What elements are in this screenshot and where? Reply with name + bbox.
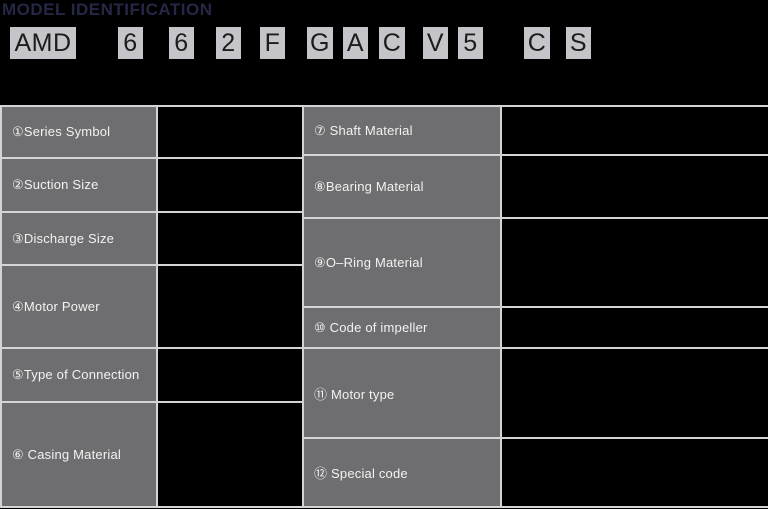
model-code-segment-suction: 6 — [118, 27, 143, 59]
model-code-segment-power: 2 — [216, 27, 241, 59]
row-value-type-of-connection — [158, 349, 302, 401]
row-value-motor-type — [502, 349, 768, 437]
row-label-special-code: ⑫ Special code — [304, 439, 500, 506]
row-label-series-symbol: ①Series Symbol — [2, 107, 156, 157]
model-code-segment-connection: F — [260, 27, 285, 59]
model-code-segment-casing: G — [307, 27, 333, 59]
row-value-casing-material — [158, 403, 302, 506]
row-label-casing-material: ⑥ Casing Material — [2, 403, 156, 506]
row-label-o-ring-material: ⑨O–Ring Material — [304, 219, 500, 306]
row-value-discharge-size — [158, 213, 302, 264]
row-value-bearing-material — [502, 156, 768, 217]
row-value-series-symbol — [158, 107, 302, 157]
model-code-segment-impeller: 5 — [458, 27, 483, 59]
model-code-segment-motor: C — [524, 27, 550, 59]
page-title: MODEL IDENTIFICATION — [2, 0, 213, 19]
model-code-segment-discharge: 6 — [169, 27, 194, 59]
row-label-shaft-material: ⑦ Shaft Material — [304, 107, 500, 154]
row-label-discharge-size: ③Discharge Size — [2, 213, 156, 264]
row-label-suction-size: ②Suction Size — [2, 159, 156, 211]
row-label-type-of-connection: ⑤Type of Connection — [2, 349, 156, 401]
model-code-segment-oring: V — [423, 27, 448, 59]
row-value-motor-power — [158, 266, 302, 347]
row-value-code-of-impeller — [502, 308, 768, 347]
spec-table-left: ①Series Symbol ②Suction Size ③Discharge … — [0, 105, 302, 508]
model-code-segment-bearing: C — [379, 27, 405, 59]
row-label-bearing-material: ⑧Bearing Material — [304, 156, 500, 217]
model-code-segment-special: S — [566, 27, 591, 59]
row-label-code-of-impeller: ⑩ Code of impeller — [304, 308, 500, 347]
row-value-shaft-material — [502, 107, 768, 154]
spec-table-right: ⑦ Shaft Material ⑧Bearing Material ⑨O–Ri… — [302, 105, 768, 508]
row-value-suction-size — [158, 159, 302, 211]
row-value-special-code — [502, 439, 768, 506]
row-label-motor-power: ④Motor Power — [2, 266, 156, 347]
model-code-segment-series: AMD — [10, 27, 76, 59]
row-value-o-ring-material — [502, 219, 768, 306]
row-label-motor-type: ⑪ Motor type — [304, 349, 500, 437]
model-code-segment-shaft: A — [343, 27, 368, 59]
